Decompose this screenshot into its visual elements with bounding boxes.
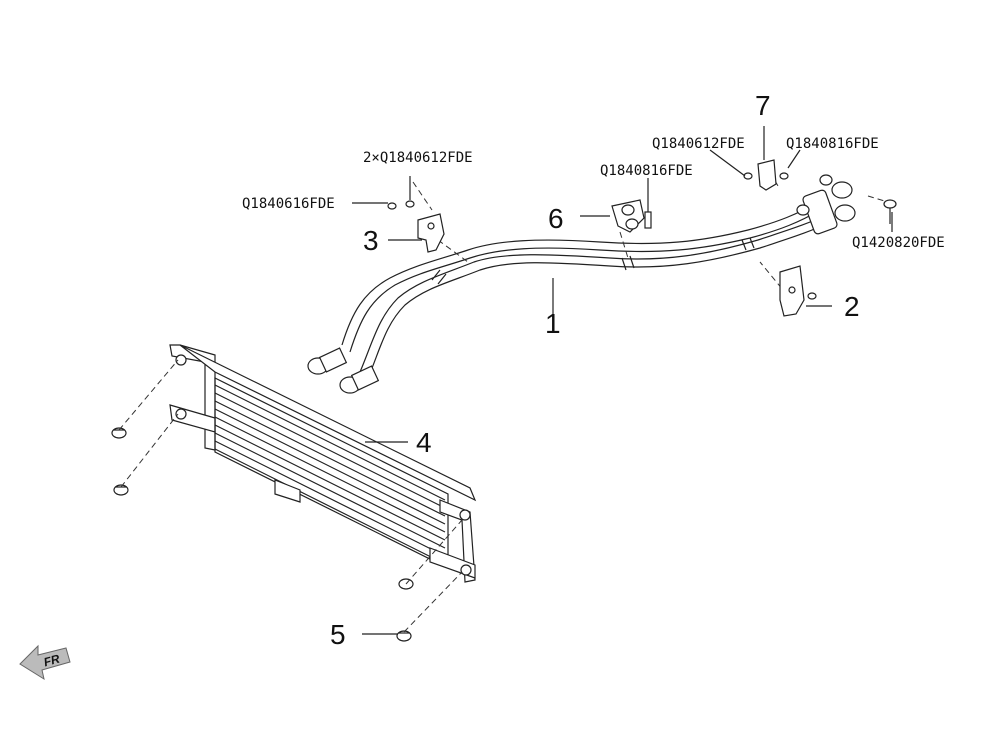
hose-bracket-7 [743, 126, 789, 191]
front-arrow-label: FR [42, 652, 61, 670]
part-number-q1840816-right: Q1840816FDE [786, 136, 879, 152]
callout-7: 7 [755, 90, 771, 121]
callout-5: 5 [330, 619, 346, 650]
part-number-q1840816-mid: Q1840816FDE [600, 163, 693, 179]
part-number-q1840612-right: Q1840612FDE [652, 136, 745, 152]
hose-end-fitting-upper [307, 347, 348, 375]
callout-2: 2 [844, 291, 860, 322]
hose-clamp-6 [611, 199, 652, 233]
hose-connector-block [796, 174, 856, 235]
callout-1: 1 [545, 308, 561, 339]
bolt-q1420820 [883, 199, 897, 224]
oil-cooler-hose-assembly [307, 174, 856, 394]
callout-3: 3 [363, 225, 379, 256]
part-number-q1420820: Q1420820FDE [852, 235, 945, 251]
front-direction-arrow: FR [19, 644, 71, 681]
part-number-q1840616: Q1840616FDE [242, 196, 335, 212]
oil-cooler-core [169, 344, 477, 583]
callout-4: 4 [416, 427, 432, 458]
mount-bolt-left-lower [113, 484, 129, 496]
hose-end-fitting-lower [339, 365, 380, 394]
cooler-fins [214, 384, 446, 565]
hose-bracket-2 [779, 265, 817, 317]
hose-bracket-3 [387, 176, 445, 253]
mount-bolt-part-5 [396, 630, 412, 642]
part-number-2x-q1840612: 2×Q1840612FDE [363, 150, 473, 166]
callout-6: 6 [548, 203, 564, 234]
